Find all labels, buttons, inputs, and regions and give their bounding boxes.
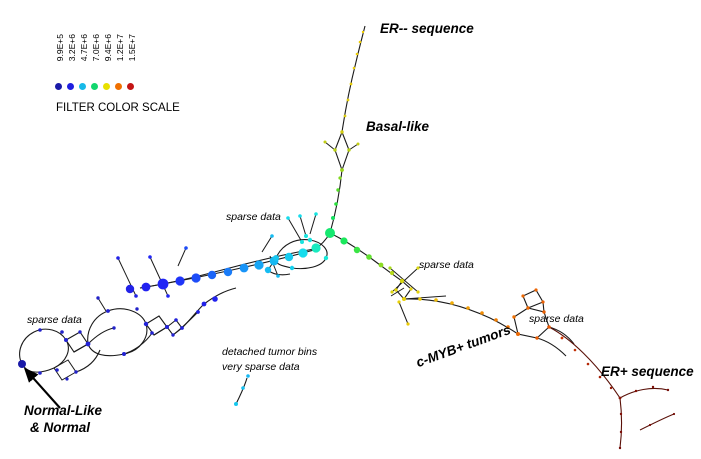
filter-color-scale-legend: 9.9E+5 3.2E+6 4.7E+6 7.0E+6 9.4E+6 1.2E+…: [50, 34, 200, 126]
legend-caption: FILTER COLOR SCALE: [56, 102, 180, 114]
er-minus-sequence-label: ER-- sequence: [380, 21, 474, 36]
basal-like-label: Basal-like: [366, 119, 430, 134]
legend-tick-2: 4.7E+6: [79, 34, 89, 62]
legend-swatch-6: [127, 83, 134, 90]
legend-swatch-1: [67, 83, 74, 90]
legend-tick-0: 9.9E+5: [55, 34, 65, 62]
legend-tick-5: 1.2E+7: [115, 34, 125, 62]
sparse-data-label-left: sparse data: [27, 314, 82, 326]
legend-tick-6: 1.5E+7: [127, 34, 137, 62]
legend-swatch-3: [91, 83, 98, 90]
normal-like-label-line2: & Normal: [30, 420, 91, 435]
graph-nodes: [18, 30, 676, 450]
detached-bins-label-line2: very sparse data: [222, 361, 300, 373]
sparse-data-label-center: sparse data: [226, 211, 281, 223]
normal-like-label-line1: Normal-Like: [24, 403, 103, 418]
detached-bins-label-line1: detached tumor bins: [222, 346, 318, 358]
legend-swatch-0: [55, 83, 62, 90]
legend-tick-1: 3.2E+6: [67, 34, 77, 62]
sparse-data-label-far-right: sparse data: [529, 313, 584, 325]
normal-like-arrow: [23, 367, 61, 409]
legend-swatch-4: [103, 83, 110, 90]
legend-tick-labels: 9.9E+5 3.2E+6 4.7E+6 7.0E+6 9.4E+6 1.2E+…: [55, 34, 141, 82]
er-plus-sequence-label: ER+ sequence: [601, 364, 694, 379]
legend-tick-3: 7.0E+6: [91, 34, 101, 62]
sparse-data-label-right: sparse data: [419, 259, 474, 271]
legend-tick-4: 9.4E+6: [103, 34, 113, 62]
graph-edges: [19, 25, 675, 449]
legend-swatches: [50, 83, 140, 95]
legend-swatch-5: [115, 83, 122, 90]
legend-swatch-2: [79, 83, 86, 90]
